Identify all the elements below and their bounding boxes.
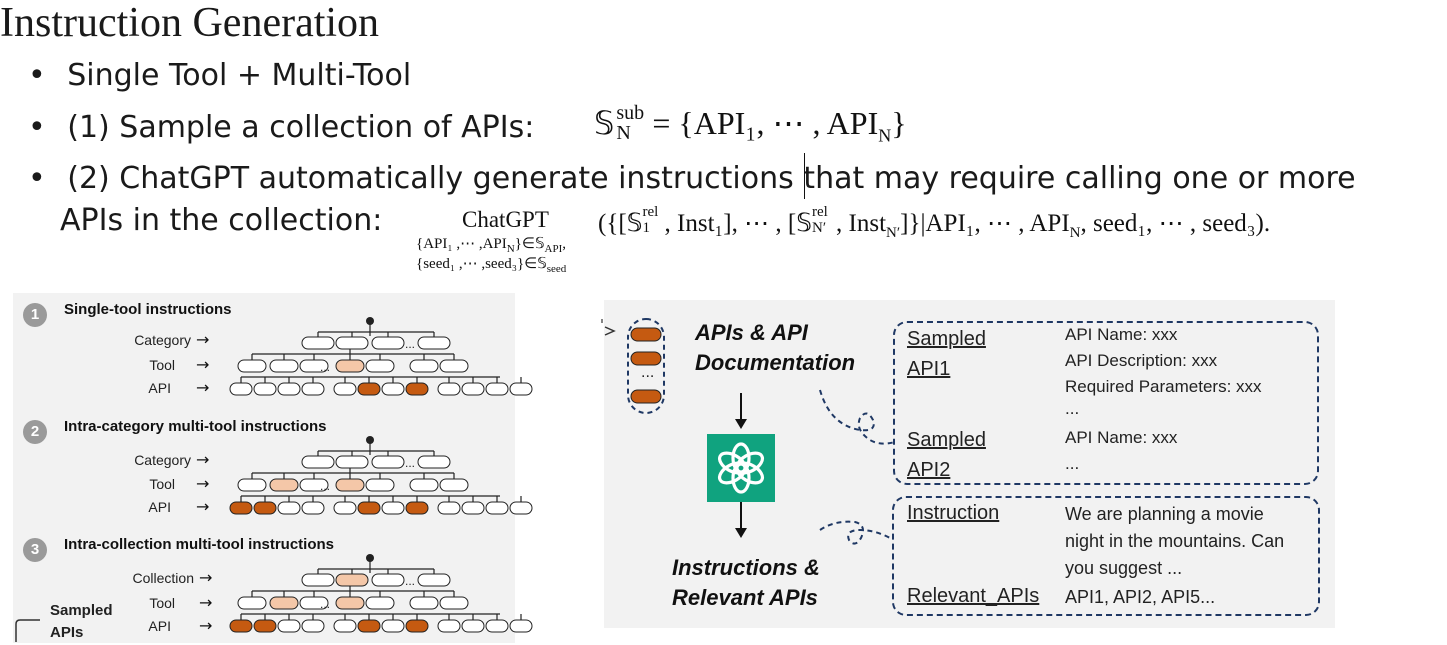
sampled-apis-box	[893, 321, 1319, 485]
relevant-apis-key: Relevant_APIs	[907, 585, 1040, 607]
instructions-output-label: Instructions & Relevant APIs	[672, 555, 820, 610]
down-arrow-icon	[735, 393, 747, 429]
step-title: Intra-category multi-tool instructions	[64, 418, 327, 435]
bullet-dot: •	[28, 161, 46, 196]
arrow-right-icon: →	[196, 497, 210, 516]
instruction-values: We are planning a movie night in the mou…	[1065, 504, 1285, 578]
chatgpt-logo-icon	[707, 434, 775, 502]
apis-documentation-heading: APIs & API Documentation	[695, 320, 856, 375]
arrow-right-icon: →	[199, 616, 213, 635]
bullet-dot: •	[28, 110, 46, 145]
row-label-tool: Tool	[149, 476, 175, 492]
bullet-1: • Single Tool + Multi-Tool	[28, 58, 411, 94]
row-label-category: Category	[134, 332, 191, 348]
row-label-tool: Tool	[149, 595, 175, 611]
api-stack-icon	[601, 318, 665, 414]
row-label-api: API	[148, 380, 171, 396]
sampled-api1-values: API Name: xxx API Description: xxx Requi…	[1065, 325, 1262, 418]
equation-chatgpt-word: ChatGPT	[462, 207, 549, 232]
arrow-right-icon: →	[196, 474, 210, 493]
row-label-api: API	[148, 499, 171, 515]
bullet-text: Single Tool + Multi-Tool	[67, 58, 412, 93]
dashed-connectors	[819, 389, 896, 545]
bullet-text: (2) ChatGPT automatically generate instr…	[67, 161, 1356, 196]
step-title: Single-tool instructions	[64, 301, 232, 318]
bullet-3-continuation: APIs in the collection:	[60, 203, 382, 239]
bullet-2: • (1) Sample a collection of APIs:	[28, 110, 534, 146]
sampled-api1-key: Sampled API1	[907, 328, 986, 380]
step-number-badge: 3	[23, 538, 47, 562]
instruction-key: Instruction	[907, 502, 1000, 524]
sampled-api2-values: API Name: xxx ...	[1065, 428, 1178, 473]
arrow-right-icon: →	[196, 355, 210, 374]
bullet-text: (1) Sample a collection of APIs:	[67, 110, 535, 145]
row-label-collection: Collection	[132, 570, 194, 586]
bullet-text: APIs in the collection:	[60, 203, 383, 238]
arrow-right-icon: →	[196, 450, 210, 469]
bullet-3: • (2) ChatGPT automatically generate ins…	[28, 161, 1356, 197]
arrow-right-icon: →	[196, 330, 210, 349]
row-label-category: Category	[134, 452, 191, 468]
equation-chatgpt-sub2: {seed₁ ,⋯ ,seed₃}∈𝕊seed	[416, 256, 567, 275]
down-arrow-icon	[735, 502, 747, 538]
api-stack-ellipsis: ...	[641, 364, 655, 381]
step-number-badge: 1	[23, 303, 47, 327]
row-label-api: API	[148, 618, 171, 634]
arrow-right-icon: →	[196, 378, 210, 397]
arrow-right-icon: →	[199, 593, 213, 612]
page-title: Instruction Generation	[0, 0, 380, 46]
text-cursor	[804, 153, 805, 199]
sampled-api2-key: Sampled API2	[907, 429, 986, 481]
bullet-dot: •	[28, 58, 46, 93]
instruction-output-box	[892, 496, 1320, 616]
row-label-tool: Tool	[149, 357, 175, 373]
relevant-apis-values: API1, API2, API5...	[1065, 587, 1216, 607]
sampled-apis-label: Sampled APIs	[50, 602, 113, 641]
equation-chatgpt-sub1: {API₁ ,⋯ ,APIN}∈𝕊API,	[416, 236, 567, 255]
bracket-icon	[15, 619, 40, 642]
arrow-right-icon: →	[199, 568, 213, 587]
instruction-types-panel	[13, 293, 515, 643]
step-title: Intra-collection multi-tool instructions	[64, 536, 334, 553]
step-number-badge: 2	[23, 420, 47, 444]
